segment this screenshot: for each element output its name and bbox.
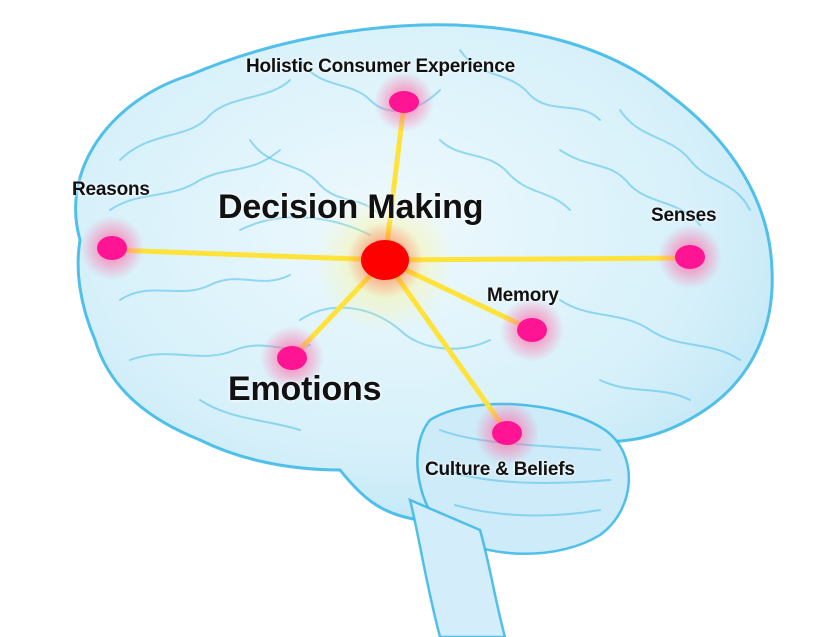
- node-holistic: [374, 72, 434, 132]
- node-emotions: [260, 326, 324, 390]
- label-senses: Senses: [651, 205, 717, 226]
- label-culture: Culture & Beliefs: [425, 459, 575, 480]
- node-reasons: [80, 216, 144, 280]
- decision-making-node: [347, 222, 423, 298]
- node-memory: [500, 298, 564, 362]
- label-emotions: Emotions: [228, 370, 382, 408]
- node-senses: [658, 225, 722, 289]
- node-culture: [475, 401, 539, 465]
- brain-stem: [408, 497, 507, 637]
- label-reasons: Reasons: [72, 179, 150, 200]
- connector-reasons: [109, 247, 388, 263]
- label-decision-making: Decision Making: [218, 188, 484, 226]
- label-memory: Memory: [487, 285, 559, 306]
- connector-senses: [382, 255, 693, 263]
- label-holistic: Holistic Consumer Experience: [246, 56, 515, 77]
